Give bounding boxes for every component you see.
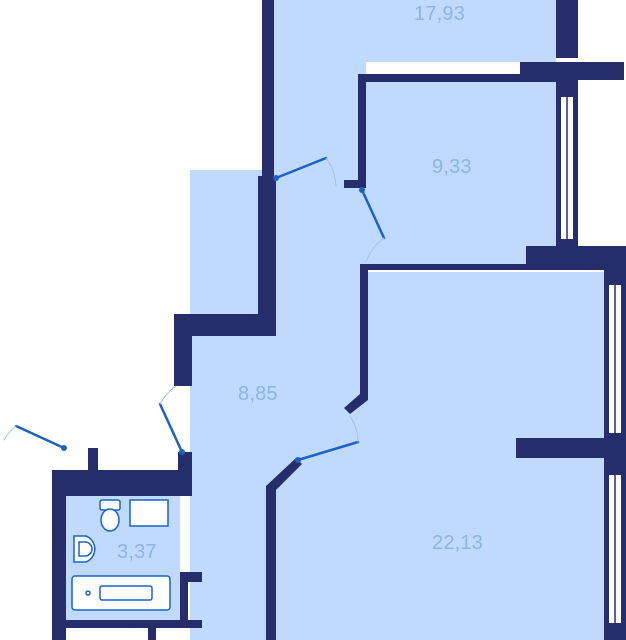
door-bathroom bbox=[158, 402, 184, 454]
room-area-bedroom: 9,33 bbox=[432, 156, 472, 178]
floor-living-low bbox=[276, 455, 386, 640]
room-area-hallway: 8,85 bbox=[238, 383, 278, 405]
wall-bedroom-bottom bbox=[366, 264, 556, 270]
door-entry bbox=[14, 424, 66, 450]
wall-bath-bottom-stub bbox=[148, 626, 156, 640]
wall-bath-bottom bbox=[52, 620, 202, 628]
wall-bath-right-upper bbox=[178, 452, 192, 496]
wall-bedroom-left bbox=[358, 74, 366, 186]
door-entry-arc bbox=[3, 425, 17, 441]
toilet-icon bbox=[99, 499, 121, 532]
wall-hall-jog bbox=[174, 314, 276, 336]
wall-bath-right-lower bbox=[180, 572, 202, 582]
wall-bedroom-stub bbox=[344, 180, 366, 188]
wall-hall-left bbox=[174, 314, 192, 386]
wall-living-diag-lower bbox=[266, 458, 302, 490]
wall-hall-left-upper bbox=[258, 176, 276, 336]
floor-bedroom bbox=[366, 82, 556, 266]
door-living bbox=[296, 440, 360, 462]
floors bbox=[66, 0, 606, 640]
room-area-bathroom: 3,37 bbox=[117, 541, 157, 563]
floor-hallway-top bbox=[272, 62, 366, 182]
doors bbox=[3, 156, 386, 462]
sink-icon bbox=[73, 535, 96, 563]
wall-bath-topstub bbox=[88, 448, 98, 478]
wall-living-left-top bbox=[360, 264, 368, 394]
floor-upper bbox=[272, 0, 556, 62]
wall-living-low-left bbox=[266, 488, 276, 640]
washing-machine-icon bbox=[129, 499, 169, 527]
door-living-arc bbox=[349, 415, 359, 443]
door-hallway-top-arc bbox=[325, 157, 337, 187]
wall-bath-top bbox=[52, 470, 192, 496]
wall-living-divider bbox=[516, 438, 626, 458]
door-hinges bbox=[61, 175, 365, 463]
wall-upper-left bbox=[262, 0, 274, 182]
wall-bath-right-bottom bbox=[180, 580, 188, 626]
door-hallway-top bbox=[274, 156, 328, 180]
door-bathroom-arc bbox=[159, 385, 177, 405]
wall-upper-right bbox=[556, 0, 578, 58]
window-lines bbox=[566, 96, 616, 624]
door-bedroom bbox=[360, 188, 386, 240]
door-bedroom-arc bbox=[365, 237, 385, 263]
wall-living-top bbox=[526, 246, 626, 270]
bathtub-icon bbox=[71, 575, 171, 611]
wall-living-diag-upper bbox=[344, 394, 368, 414]
wall-bedroom-top bbox=[358, 74, 558, 82]
wall-bath-left bbox=[52, 470, 66, 640]
room-area-living: 22,13 bbox=[432, 532, 484, 554]
room-area-upper: 17,93 bbox=[414, 3, 466, 25]
